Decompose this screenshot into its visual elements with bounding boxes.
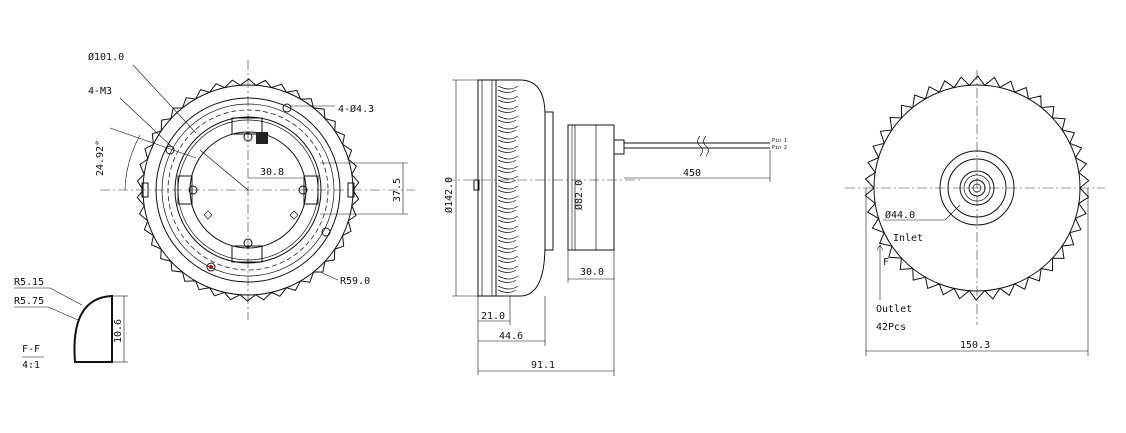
front-view: Ø101.0 4-M3 4-Ø4.3 24.92° 30.8 37.5 R59.… [88, 51, 415, 320]
label-150-3: 150.3 [960, 340, 990, 351]
side-view: Pin 1 Pin 2 450 Ø142.0 Ø82.0 30.0 21.0 4… [443, 79, 787, 376]
label-42pcs: 42Pcs [876, 322, 906, 333]
label-450: 450 [683, 168, 701, 179]
label-diam-44: Ø44.0 [885, 209, 915, 221]
rear-view: Ø44.0 Inlet F Outlet 42Pcs 150.3 [845, 70, 1105, 356]
label-4-diam-4-3: 4-Ø4.3 [338, 103, 374, 115]
label-diam-101: Ø101.0 [88, 51, 124, 63]
label-30: 30.0 [580, 267, 604, 278]
label-angle: 24.92° [95, 140, 106, 176]
label-f-marker: F [883, 257, 889, 268]
section-label: F-F [22, 344, 40, 355]
label-r5-75: R5.75 [14, 296, 44, 307]
impeller-blades-side [497, 85, 519, 293]
label-30-8: 30.8 [260, 167, 284, 178]
label-diam-142: Ø142.0 [443, 177, 455, 213]
label-44-6: 44.6 [499, 331, 523, 342]
label-21: 21.0 [481, 311, 505, 322]
label-pin1: Pin 1 [772, 138, 787, 144]
label-inlet: Inlet [893, 233, 923, 244]
label-37-5: 37.5 [392, 178, 403, 202]
label-4-m3: 4-M3 [88, 86, 112, 97]
label-91-1: 91.1 [531, 360, 555, 371]
label-r59: R59.0 [340, 276, 370, 287]
label-r5-15: R5.15 [14, 277, 44, 288]
section-scale: 4:1 [22, 360, 40, 371]
label-10-6: 10.6 [113, 319, 124, 343]
section-f-f: R5.15 R5.75 10.6 F-F 4:1 [14, 277, 128, 371]
label-diam-82: Ø82.0 [573, 180, 585, 210]
label-pin2: Pin 2 [772, 145, 787, 151]
label-outlet: Outlet [876, 304, 912, 315]
